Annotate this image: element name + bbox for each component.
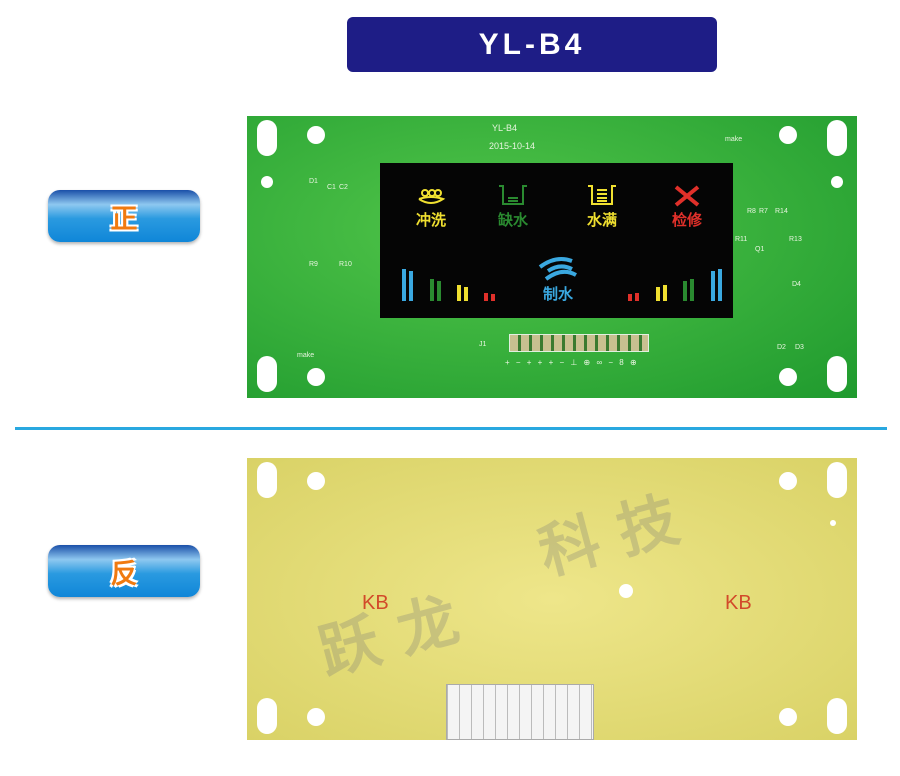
kb-mark-right: KB (725, 592, 752, 614)
component-label: R13 (789, 236, 802, 243)
component-label: D1 (309, 178, 318, 185)
front-label: 正 (110, 203, 138, 235)
component-label: J1 (479, 341, 487, 348)
connector-header (446, 684, 594, 740)
component-label: D3 (795, 344, 804, 351)
back-label-button: 反 (48, 545, 200, 597)
service-label: 检修 (671, 211, 702, 229)
make-water-icon (538, 257, 577, 281)
component-label: R10 (339, 261, 352, 268)
component-label: R7 (759, 208, 768, 215)
flush-label: 冲洗 (415, 211, 446, 229)
full-water-label: 水满 (586, 211, 617, 229)
lcd-display: 冲洗 缺水 水满 检修 制水 (380, 163, 733, 318)
back-label: 反 (110, 558, 138, 590)
component-label: C2 (339, 184, 348, 191)
model-title: YL-B4 (347, 17, 717, 72)
watermark-logo: 科 技 (531, 484, 686, 589)
front-label-button: 正 (48, 190, 200, 242)
component-label: D4 (792, 281, 801, 288)
board-date: 2015-10-14 (489, 141, 536, 151)
component-label: R8 (747, 208, 756, 215)
pin-labels: + − + + + − ⊥ ⊕ ∞ − 8 ⊕ (505, 358, 639, 367)
board-model: YL-B4 (492, 123, 518, 133)
no-water-icon (499, 185, 527, 205)
service-tools-icon (674, 185, 700, 207)
watermark-logo: 跃 龙 (311, 584, 466, 689)
full-water-icon (588, 185, 616, 205)
make-mark: make (297, 352, 315, 359)
make-water-label: 制水 (542, 285, 573, 303)
component-label: R9 (309, 261, 318, 268)
flush-icon (418, 189, 446, 204)
make-mark: make (725, 136, 743, 143)
no-water-label: 缺水 (497, 211, 528, 229)
connector-j1 (509, 334, 649, 352)
kb-mark-left: KB (362, 592, 389, 614)
component-label: C1 (327, 184, 336, 191)
component-label: R14 (775, 208, 788, 215)
pcb-back-photo: KB KB 跃 龙 科 技 (247, 458, 857, 740)
component-label: Q1 (755, 246, 765, 253)
section-divider (15, 427, 887, 430)
component-label: R11 (735, 236, 748, 243)
pcb-front-photo: YL-B4 2015-10-14 make make D1 C1 C2 R9 R… (247, 116, 857, 398)
component-label: D2 (777, 344, 786, 351)
